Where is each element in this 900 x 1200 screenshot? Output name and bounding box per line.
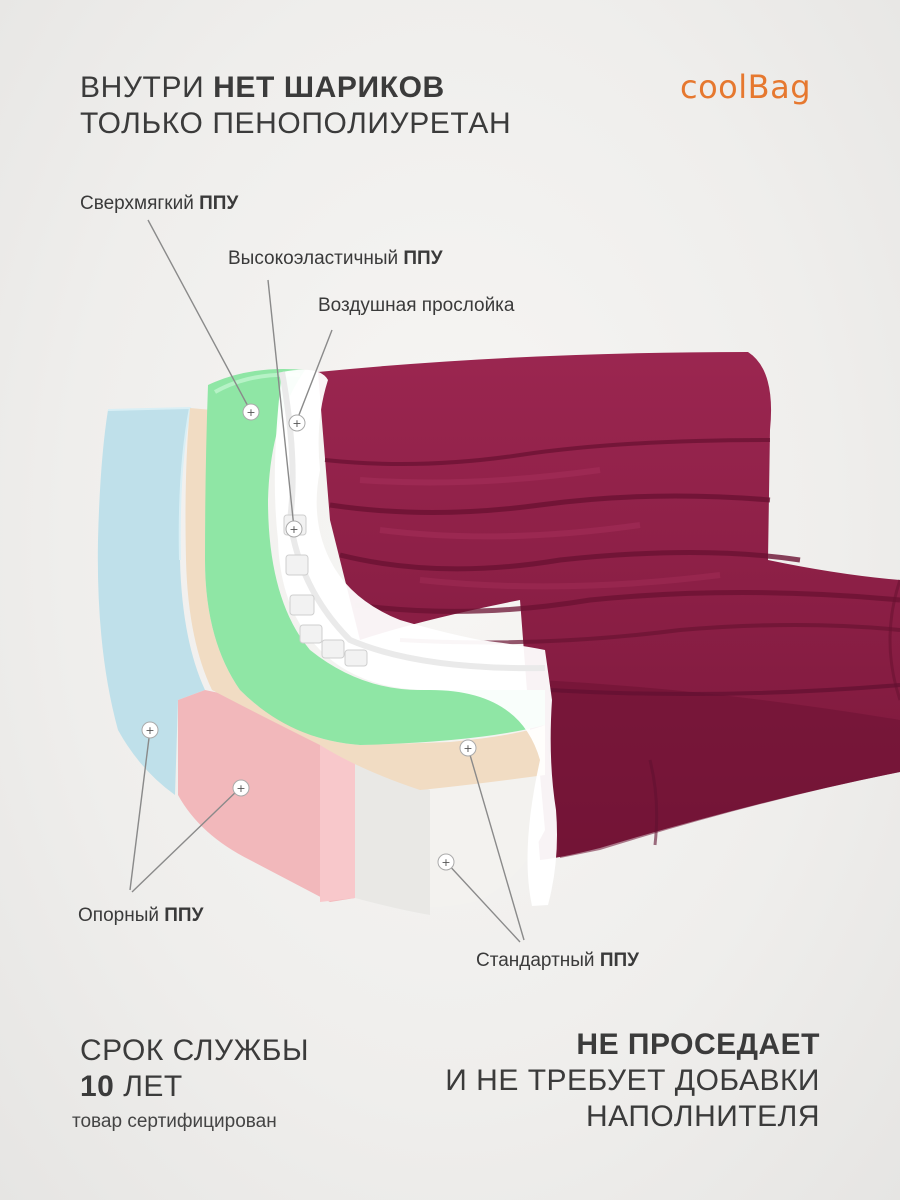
marker-support-blue: + bbox=[141, 721, 159, 739]
leader-line-standard-a bbox=[467, 747, 525, 941]
svg-text:+: + bbox=[145, 724, 154, 737]
label-supersoft-bold: ППУ bbox=[199, 193, 239, 214]
service-life-block: СРОК СЛУЖБЫ 10 ЛЕТ товар сертифицирован bbox=[72, 1033, 310, 1133]
leader-line-supersoft bbox=[147, 219, 251, 411]
label-high-elastic-text: Высокоэластичный bbox=[228, 248, 399, 269]
service-life-years-number: 10 bbox=[80, 1070, 115, 1103]
marker-support-pink: + bbox=[232, 779, 250, 797]
label-standard-text: Стандартный bbox=[476, 950, 595, 971]
headline-line-2: ТОЛЬКО ПЕНОПОЛИУРЕТАН bbox=[80, 107, 512, 140]
label-support-foam: Опорный ППУ bbox=[78, 905, 203, 927]
no-sagging-line-1-bold: НЕ ПРОСЕДАЕТ bbox=[576, 1028, 820, 1061]
no-sagging-line-3: НАПОЛНИТЕЛЯ bbox=[585, 1100, 820, 1133]
svg-text:+: + bbox=[463, 742, 472, 755]
leader-line-support-b bbox=[131, 787, 241, 893]
svg-text:+: + bbox=[236, 782, 245, 795]
headline-line-1-bold: НЕТ ШАРИКОВ bbox=[213, 71, 445, 104]
service-life-years: 10 ЛЕТ bbox=[80, 1069, 309, 1105]
leader-line-support-a bbox=[129, 729, 151, 891]
no-sagging-line-2: И НЕ ТРЕБУЕТ ДОБАВКИ bbox=[445, 1064, 820, 1097]
headline: ВНУТРИ НЕТ ШАРИКОВ ТОЛЬКО ПЕНОПОЛИУРЕТАН bbox=[80, 70, 511, 142]
no-sagging-line-1: НЕ ПРОСЕДАЕТ bbox=[445, 1027, 820, 1063]
label-high-elastic-bold: ППУ bbox=[403, 248, 443, 269]
svg-text:+: + bbox=[246, 406, 255, 419]
label-standard-bold: ППУ bbox=[599, 950, 639, 971]
label-supersoft-text: Сверхмягкий bbox=[80, 193, 194, 214]
marker-standard-white: + bbox=[437, 853, 455, 871]
headline-line-1: ВНУТРИ НЕТ ШАРИКОВ bbox=[80, 70, 511, 106]
no-sagging-block: НЕ ПРОСЕДАЕТ И НЕ ТРЕБУЕТ ДОБАВКИ НАПОЛН… bbox=[445, 1027, 820, 1135]
leader-line-high-elastic bbox=[267, 279, 295, 529]
marker-standard-beige: + bbox=[459, 739, 477, 757]
label-support-text: Опорный bbox=[78, 905, 159, 926]
marker-air-layer: + bbox=[288, 414, 306, 432]
marker-high-elastic: + bbox=[285, 520, 303, 538]
label-high-elastic-foam: Высокоэластичный ППУ bbox=[228, 248, 443, 270]
certified-note: товар сертифицирован bbox=[72, 1111, 277, 1132]
service-life-years-unit: ЛЕТ bbox=[123, 1070, 183, 1103]
leader-line-standard-b bbox=[445, 861, 521, 943]
foam-layers bbox=[97, 369, 557, 915]
headline-line-1-regular: ВНУТРИ bbox=[80, 71, 205, 104]
label-air-layer: Воздушная прослойка bbox=[318, 295, 514, 317]
label-supersoft-foam: Сверхмягкий ППУ bbox=[80, 193, 238, 215]
service-life-title: СРОК СЛУЖБЫ bbox=[80, 1034, 310, 1067]
label-air-layer-text: Воздушная прослойка bbox=[318, 295, 515, 316]
svg-text:+: + bbox=[289, 523, 298, 536]
svg-text:+: + bbox=[292, 417, 301, 430]
brand-logo: coolBag bbox=[680, 68, 812, 106]
leader-lines bbox=[129, 219, 525, 943]
leader-line-air-layer bbox=[296, 329, 333, 421]
svg-text:+: + bbox=[441, 856, 450, 869]
sofa-fabric bbox=[318, 352, 900, 860]
label-support-bold: ППУ bbox=[164, 905, 204, 926]
marker-supersoft: + bbox=[242, 403, 260, 421]
markers: + + + + + + + bbox=[141, 403, 477, 871]
label-standard-foam: Стандартный ППУ bbox=[476, 950, 639, 972]
